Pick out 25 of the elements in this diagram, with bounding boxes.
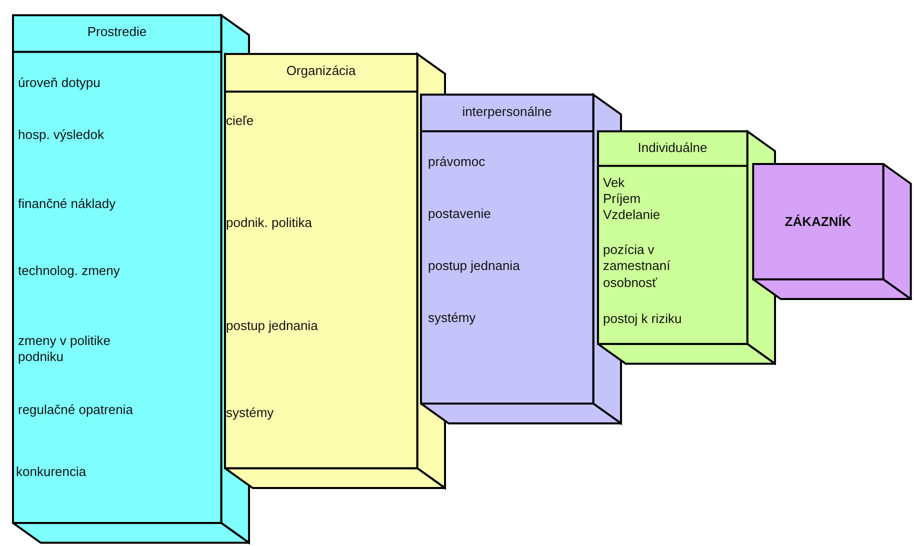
- column-heading: Individuálne: [636, 140, 708, 156]
- factor-text: Vek: [603, 175, 626, 191]
- factor-text: postoj k riziku: [603, 311, 683, 327]
- factor-text: cieľe: [226, 113, 255, 129]
- factor-text: konkurencia: [16, 464, 88, 480]
- factor-text: systémy: [428, 310, 477, 326]
- factor-text: právomoc: [428, 154, 486, 170]
- factor-text: Vzdelanie: [603, 207, 662, 223]
- factor-text: hosp. výsledok: [18, 127, 105, 143]
- factor-text: systémy: [226, 405, 275, 421]
- factor-text: postup jednania: [226, 318, 319, 334]
- column-heading: interpersonálne: [461, 104, 553, 120]
- node-title: ZÁKAZNÍK: [784, 214, 852, 230]
- factor-text: podnik. politika: [226, 215, 313, 231]
- factor-text: zmeny v politike podniku: [18, 333, 112, 365]
- factor-text: regulačné opatrenia: [18, 402, 134, 418]
- factor-text: finančné náklady: [18, 196, 117, 212]
- column-heading: Organizácia: [285, 63, 357, 79]
- factor-text: úroveň dotypu: [18, 75, 102, 91]
- factor-text: Príjem: [603, 191, 642, 207]
- factor-text: postup jednania: [428, 258, 521, 274]
- factor-text: postavenie: [428, 206, 492, 222]
- factor-text: osobnosť: [603, 275, 658, 291]
- factor-text: technolog. zmeny: [18, 263, 121, 279]
- column-heading: Prostredie: [86, 24, 148, 40]
